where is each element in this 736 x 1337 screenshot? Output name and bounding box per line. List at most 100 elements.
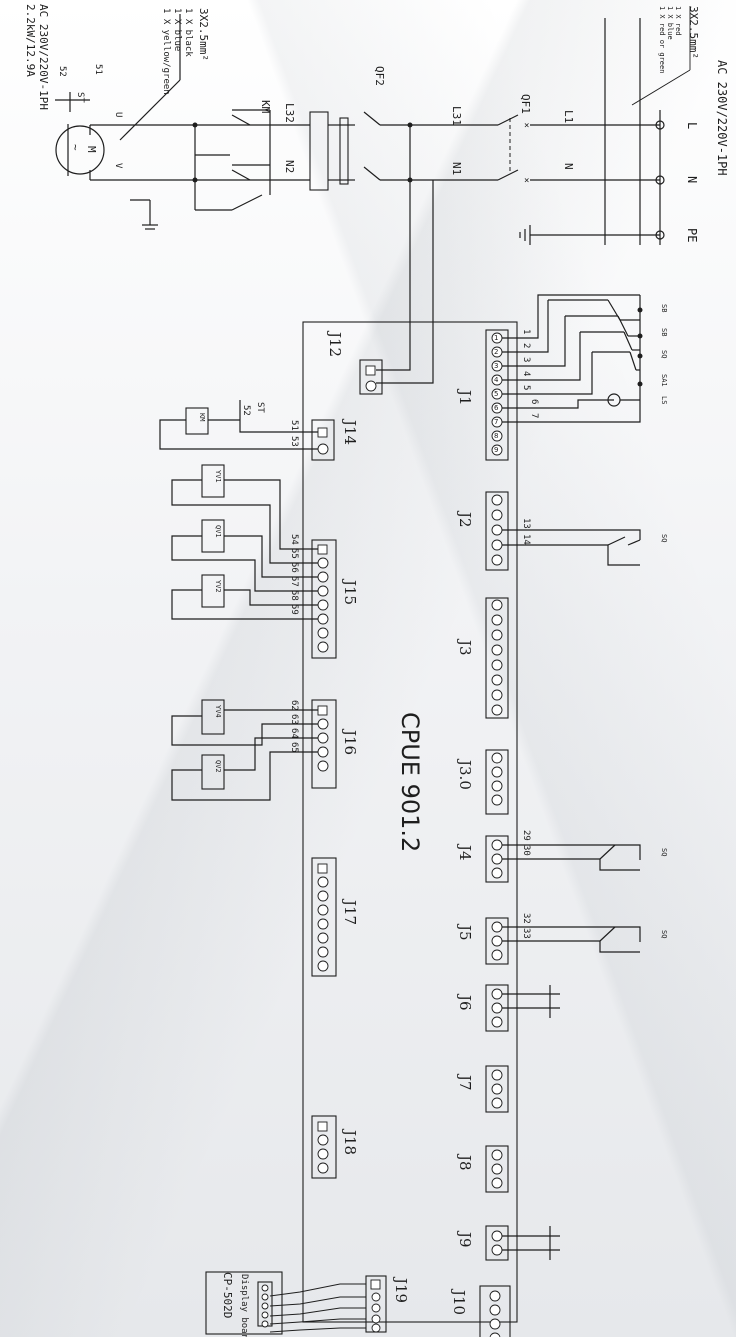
j14-wire-b [159,419,318,450]
valve-qv2-icon [201,754,225,790]
connector-J8 [485,1145,509,1193]
wire-N-label: N [562,163,575,170]
breaker-qf2-label: QF2 [373,66,386,86]
j16-wire-65: 65 [289,742,299,753]
j2-label: J2 [456,510,474,528]
wire-N2-label: N2 [283,160,296,173]
j10-label: J10 [450,1288,468,1315]
motor-cable-core-1: 1 X black [183,8,193,57]
j1-device-2: SB [660,328,668,336]
j9-label: J9 [456,1230,474,1248]
qf1-cross-2: × [524,176,529,186]
j15-wire-55: 55 [289,548,299,559]
j16-label: J16 [341,728,359,755]
terminal-PE-label: PE [685,228,699,242]
j1-pin-4: 4 [494,376,499,384]
j1-pin-9: 9 [494,446,498,454]
motor-rating-supply: AC 230V/220V-1PH [37,4,50,110]
j5-label: J5 [456,923,474,941]
j14-wire-52: 52 [241,405,251,416]
connector-J3.0 [485,749,509,815]
motor-symbol: M [85,146,98,153]
motor-cable-core-2: 1 X blue [172,8,182,51]
j1-device-4: SA1 [660,374,668,387]
motor-cable-label: 3X2.5mm² [197,8,210,61]
breaker-qf1-label: QF1 [519,94,532,114]
display-board [205,1271,283,1335]
j15-wire-57: 57 [289,576,299,587]
j15-wire-58: 58 [289,590,299,601]
terminal-L-icon [655,120,665,130]
j5-wire-32: 32 [521,913,531,924]
motor-rating-power: 2.2kW/12.9A [24,4,37,77]
j4-wire-30: 30 [521,845,531,856]
j15-wire-54: 54 [289,534,299,545]
j1-wire-5: 5 [521,385,531,390]
wire-l31-to-j12 [376,125,411,371]
terminal-L-label: L [685,122,699,129]
j17-label: J17 [341,898,359,925]
connector-J10 [479,1285,511,1337]
j1-pin-8: 8 [494,432,498,440]
connector-J2 [485,491,509,571]
motor-thermal-label: ST [75,92,85,103]
j1-wire-4: 4 [521,371,531,376]
valve-yv4-icon [201,699,225,735]
connector-J9 [485,1225,509,1261]
j5-device: SQ [660,930,668,938]
board-name: CPUE 901.2 [396,712,424,852]
j16-valve-qv2: QV2 [214,760,222,773]
j1-wire-6: 6 [529,399,539,404]
j14-label: J14 [341,418,359,445]
j16-valve-yv4: YV4 [214,705,222,718]
j4-device: SQ [660,848,668,856]
j2-device: SQ [660,534,668,542]
main-cable-leader [631,69,691,106]
j1-pin-6: 6 [494,404,499,412]
j16-wire-63: 63 [289,714,299,725]
j4-switch [599,844,616,860]
display-board-outline [205,1271,283,1335]
j5-wire-a [502,926,641,942]
j1-pin-1: 1 [494,334,498,342]
connector-J16 [311,699,337,789]
km-coil-icon [185,407,209,435]
j1-wire-7: 7 [529,413,539,418]
j16-wire-62: 62 [289,700,299,711]
breaker-qf2 [285,111,410,191]
connector-J12 [359,359,383,395]
motor-icon [55,125,105,175]
j18-label: J18 [341,1128,359,1155]
j7-label: J7 [456,1073,474,1091]
connector-J15 [311,539,337,659]
j6-label: J6 [456,993,474,1011]
j19-label: J19 [392,1276,410,1303]
terminal-PE-icon [655,230,665,240]
contactor-km-label: KM [259,100,272,114]
display-board-model: CP-502D [221,1272,234,1318]
j2-switch [607,536,626,546]
wire-L31-label: L31 [450,106,463,126]
connector-J18 [311,1115,337,1179]
terminal-N-label: N [685,176,699,183]
j14-wire-a [239,412,318,433]
j14-device: KM [198,413,206,421]
wire-L32-label: L32 [283,103,296,123]
motor-ac-symbol: ~ [69,144,82,151]
wire-N1-label: N1 [450,162,463,175]
qf1-cross: × [524,121,529,131]
wire-L1-label: L1 [562,110,575,123]
j15-valve-qv1: QV1 [214,525,222,538]
terminal-N-icon [655,175,665,185]
j2-wire-13: 13 [521,518,531,529]
j15-valves [171,464,318,620]
j1-pin-5: 5 [494,390,498,398]
motor-phase-U: U [113,112,123,117]
j2-wire-b [502,544,640,566]
j3-label: J3 [456,638,474,656]
j16-wire-64: 64 [289,728,299,739]
motor-cable-leader [119,79,181,141]
display-board-label: Display board [239,1274,249,1337]
